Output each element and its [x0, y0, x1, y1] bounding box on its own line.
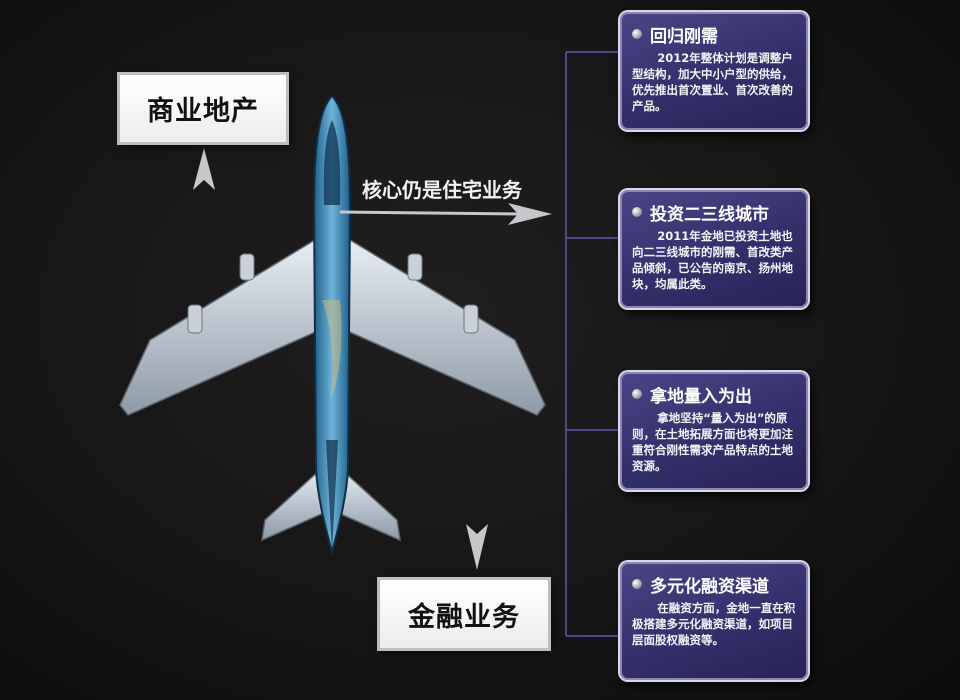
card-title: 多元化融资渠道: [650, 576, 769, 597]
card-header: 投资二三线城市: [632, 200, 796, 225]
card-header: 拿地量入为出: [632, 382, 796, 407]
commercial-real-estate-label: 商业地产: [147, 96, 259, 127]
arrow-to-finance: [466, 392, 488, 570]
sphere-bullet-icon: [632, 579, 642, 589]
card-text: 2011年金地已投资土地也向二三线城市的刚需、首改类产品倾斜，已公告的南京、扬州…: [632, 229, 793, 291]
card-text: 2012年整体计划是调整户型结构，加大中小户型的供给，优先推出首次置业、首次改善…: [632, 51, 793, 113]
arrow-to-core: [339, 203, 552, 225]
strategy-card: 回归刚需 2012年整体计划是调整户型结构，加大中小户型的供给，优先推出首次置业…: [620, 12, 808, 130]
strategy-card: 投资二三线城市 2011年金地已投资土地也向二三线城市的刚需、首改类产品倾斜，已…: [620, 190, 808, 308]
card-title: 投资二三线城市: [650, 204, 769, 225]
card-header: 多元化融资渠道: [632, 572, 796, 597]
commercial-real-estate-box: 商业地产: [120, 75, 286, 142]
airplane-illustration: [119, 94, 546, 556]
sphere-bullet-icon: [632, 389, 642, 399]
card-text: 拿地坚持“量入为出”的原则，在土地拓展方面也将更加注重符合刚性需求产品特点的土地…: [632, 411, 793, 473]
strategy-card: 拿地量入为出 拿地坚持“量入为出”的原则，在土地拓展方面也将更加注重符合刚性需求…: [620, 372, 808, 490]
sphere-bullet-icon: [632, 29, 642, 39]
strategy-card: 多元化融资渠道 在融资方面，金地一直在积极搭建多元化融资渠道，如项目层面股权融资…: [620, 562, 808, 680]
card-title: 拿地量入为出: [650, 386, 752, 407]
connector-lines: [565, 51, 622, 637]
arrow-to-commercial: [193, 148, 215, 340]
card-text: 在融资方面，金地一直在积极搭建多元化融资渠道，如项目层面股权融资等。: [632, 601, 796, 647]
finance-business-label: 金融业务: [408, 601, 520, 633]
card-title: 回归刚需: [650, 26, 718, 47]
finance-business-box: 金融业务: [380, 580, 548, 648]
card-header: 回归刚需: [632, 22, 796, 47]
sphere-bullet-icon: [632, 207, 642, 217]
core-business-label: 核心仍是住宅业务: [362, 178, 522, 202]
